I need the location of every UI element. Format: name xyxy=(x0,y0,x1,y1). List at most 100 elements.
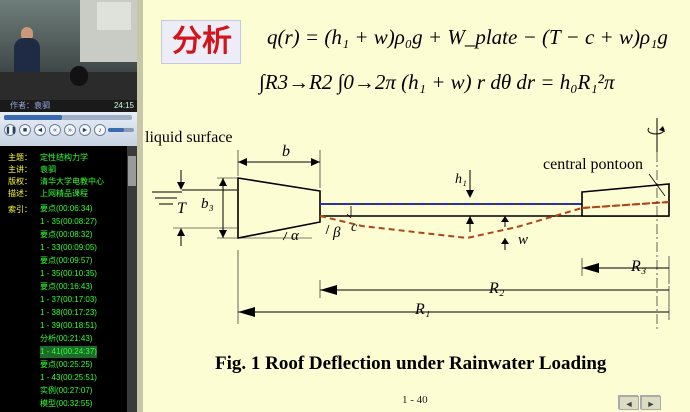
mute-button[interactable]: ♪ xyxy=(94,124,106,136)
rewind-icon: « xyxy=(53,127,57,134)
author-bar: 作者：袁驷 24:15 xyxy=(0,100,137,112)
scrollbar-thumb[interactable] xyxy=(128,156,136,186)
meta-row-copyright: 版权： 清华大学电教中心 xyxy=(8,176,104,187)
index-item[interactable]: 要点(00:06:34) xyxy=(40,204,93,213)
meta-row-lecturer: 主讲： 袁驷 xyxy=(8,164,56,175)
video-screen xyxy=(97,2,131,30)
speaker-icon: ♪ xyxy=(98,127,102,134)
meta-key: 主题： xyxy=(8,153,32,162)
dimension-h1 xyxy=(466,170,474,232)
video-player-panel: 作者：袁驷 24:15 ❚❚ ■ ◄ « » ► ♪ 主题：定性结构力学 主讲：… xyxy=(0,0,137,412)
index-item[interactable]: 分析(00:21:43) xyxy=(40,334,93,343)
beta-label: β xyxy=(333,225,341,241)
b-label: b xyxy=(282,143,290,160)
previous-icon: ◄ xyxy=(36,127,44,134)
seek-bar-fill xyxy=(4,115,62,120)
author-label: 作者： xyxy=(10,101,34,110)
seek-bar[interactable] xyxy=(4,115,132,120)
slide-navigation: ◄► xyxy=(618,394,666,410)
next-button[interactable]: ► xyxy=(79,124,91,136)
dimension-R1 xyxy=(237,250,669,324)
index-item[interactable]: 1 - 38(00:17:23) xyxy=(40,308,97,317)
integral-equation-text: ∫R3→R2 ∫0→2π (h₁ + w) r dθ dr = h₀R₁²π xyxy=(259,70,615,94)
author-value: 袁驷 xyxy=(34,101,50,110)
slide-left-border xyxy=(137,0,143,412)
course-info-panel: 主题： 定性结构力学 主讲： 袁驷 版权： 清华大学电教中心 描述： 上网精品课程 索引… xyxy=(0,146,137,412)
liquid-surface-marker xyxy=(152,191,182,205)
meta-key: 主讲： xyxy=(8,165,32,174)
volume-slider[interactable] xyxy=(108,128,134,132)
index-item[interactable]: 1 - 39(00:18:51) xyxy=(40,321,97,330)
index-item[interactable]: 1 - 43(00:25:51) xyxy=(40,373,97,382)
lecturer-head xyxy=(21,27,33,41)
video-desk xyxy=(0,72,137,100)
volume-slider-fill xyxy=(108,128,124,132)
index-scrollbar[interactable] xyxy=(127,146,137,412)
dimension-R3 xyxy=(581,256,670,284)
alpha-label: α xyxy=(291,228,299,244)
index-item[interactable]: 实例(00:27:07) xyxy=(40,386,93,395)
b3-label: b₃ xyxy=(201,196,214,212)
video-frame[interactable] xyxy=(0,0,137,100)
index-item[interactable]: 要点(00:09:57) xyxy=(40,256,93,265)
stop-button[interactable]: ■ xyxy=(19,124,31,136)
meta-value: 上网精品课程 xyxy=(40,189,88,198)
section-badge: 分析 xyxy=(161,20,241,64)
edge-pontoon xyxy=(237,177,321,239)
dimension-c xyxy=(346,206,352,219)
index-item[interactable]: 模型(00:32:55) xyxy=(40,399,93,408)
R1-label: R₁ xyxy=(415,301,431,318)
index-label: 索引： xyxy=(8,204,40,215)
dimension-R2 xyxy=(319,280,670,320)
meta-key: 版权： xyxy=(8,177,32,186)
play-pause-button[interactable]: ❚❚ xyxy=(4,124,17,136)
meta-value: 定性结构力学 xyxy=(40,153,88,162)
index-item[interactable]: 1 - 37(00:17:03) xyxy=(40,295,97,304)
previous-button[interactable]: ◄ xyxy=(34,124,46,136)
index-item[interactable]: 1 - 35(00:08:27) xyxy=(40,217,97,226)
next-slide-button[interactable]: ► xyxy=(640,395,661,410)
index-item[interactable]: 要点(00:08:32) xyxy=(40,230,93,239)
right-arrow-icon: ► xyxy=(641,396,661,410)
time-display: 24:15 xyxy=(113,101,134,110)
lecture-slide: 分析 q(r) = (h₁ + w)ρ₀g + W_plate − (T − c… xyxy=(137,0,690,412)
meta-key: 描述： xyxy=(8,189,32,198)
dimension-b3 xyxy=(217,177,237,239)
index-item[interactable]: 要点(00:16:43) xyxy=(40,282,93,291)
rewind-button[interactable]: « xyxy=(49,124,61,136)
R2-label: R₂ xyxy=(489,280,505,297)
player-controls: ❚❚ ■ ◄ « » ► ♪ xyxy=(0,112,137,146)
fast-forward-icon: » xyxy=(68,127,72,134)
section-badge-text: 分析 xyxy=(172,24,232,59)
fast-forward-button[interactable]: » xyxy=(64,124,76,136)
previous-slide-button[interactable]: ◄ xyxy=(618,395,639,410)
alpha-arc xyxy=(282,231,288,241)
central-pontoon-label: central pontoon xyxy=(543,156,643,173)
author-text: 作者：袁驷 xyxy=(10,100,50,112)
dimension-T xyxy=(173,170,237,246)
stop-icon: ■ xyxy=(22,127,28,134)
meta-row-description: 描述： 上网精品课程 xyxy=(8,188,88,199)
index-item-selected[interactable]: 1 - 41(00:24:37) xyxy=(40,346,97,358)
page-number: 1 - 40 xyxy=(402,394,428,406)
w-label: w xyxy=(518,232,529,248)
index-item[interactable]: 要点(00:25:25) xyxy=(40,360,93,369)
index-item[interactable]: 1 - 35(00:10:35) xyxy=(40,269,97,278)
meta-value: 清华大学电教中心 xyxy=(40,177,104,186)
central-pontoon xyxy=(581,183,670,217)
figure-caption: Fig. 1 Roof Deflection under Rainwater L… xyxy=(215,353,607,374)
lecturer-figure xyxy=(14,38,40,74)
meta-row-topic: 主题： 定性结构力学 xyxy=(8,152,88,163)
roof-diagram xyxy=(152,118,670,330)
h1-label: h₁ xyxy=(455,172,467,187)
next-icon: ► xyxy=(81,127,89,134)
pause-icon: ❚❚ xyxy=(5,127,17,134)
c-label: c xyxy=(351,220,358,235)
index-label-text: 索引： xyxy=(8,205,32,214)
R3-label: R₃ xyxy=(631,258,647,275)
load-equation-text: q(r) = (h₁ + w)ρ₀g + W_plate − (T − c + … xyxy=(267,25,668,49)
pontoon-deflection xyxy=(581,201,670,209)
meta-value: 袁驷 xyxy=(40,165,56,174)
rotation-axis-icon xyxy=(647,118,665,152)
index-item[interactable]: 1 - 33(00:09:05) xyxy=(40,243,97,252)
